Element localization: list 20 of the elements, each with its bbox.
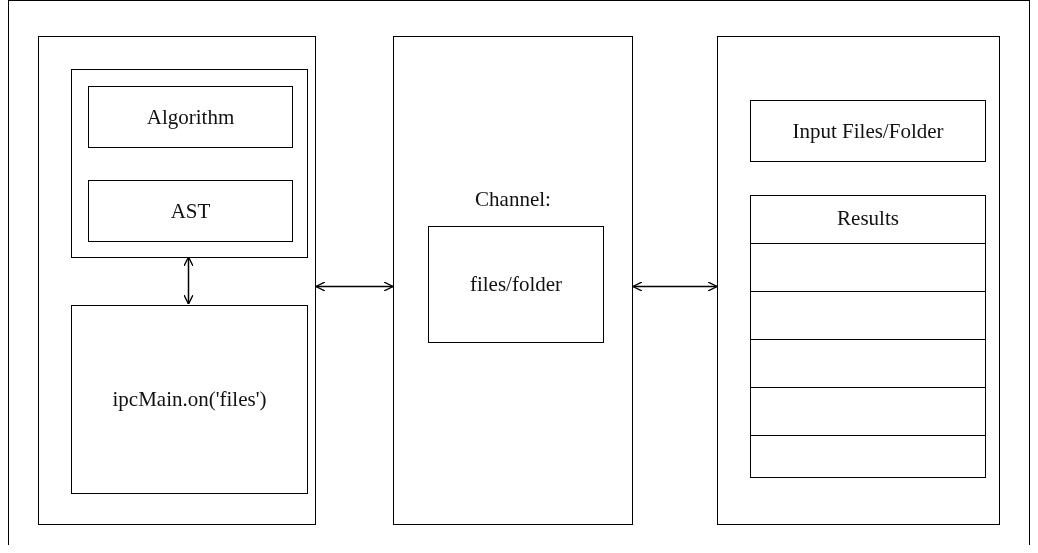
- node-label: Channel:: [475, 187, 551, 212]
- results-table: [750, 195, 986, 478]
- container-box: [717, 36, 1000, 525]
- node-label: ipcMain.on('files'): [112, 387, 267, 412]
- node-label: Algorithm: [146, 104, 235, 130]
- process-box: [750, 100, 986, 162]
- container-box: [71, 69, 308, 258]
- double-arrow: [632, 281, 718, 292]
- channel-panel: [393, 36, 633, 525]
- container-box: [38, 36, 316, 525]
- node-label: files/folder: [469, 272, 563, 297]
- node-label: Results: [837, 206, 899, 231]
- node-label: Input Files/Folder: [792, 118, 944, 144]
- double-arrow: [315, 281, 394, 292]
- process-box: [88, 86, 293, 148]
- double-arrow: [183, 256, 194, 305]
- process-box: [71, 305, 308, 494]
- process-box: [88, 180, 293, 242]
- process-box: [428, 226, 604, 343]
- node-label: AST: [170, 198, 211, 224]
